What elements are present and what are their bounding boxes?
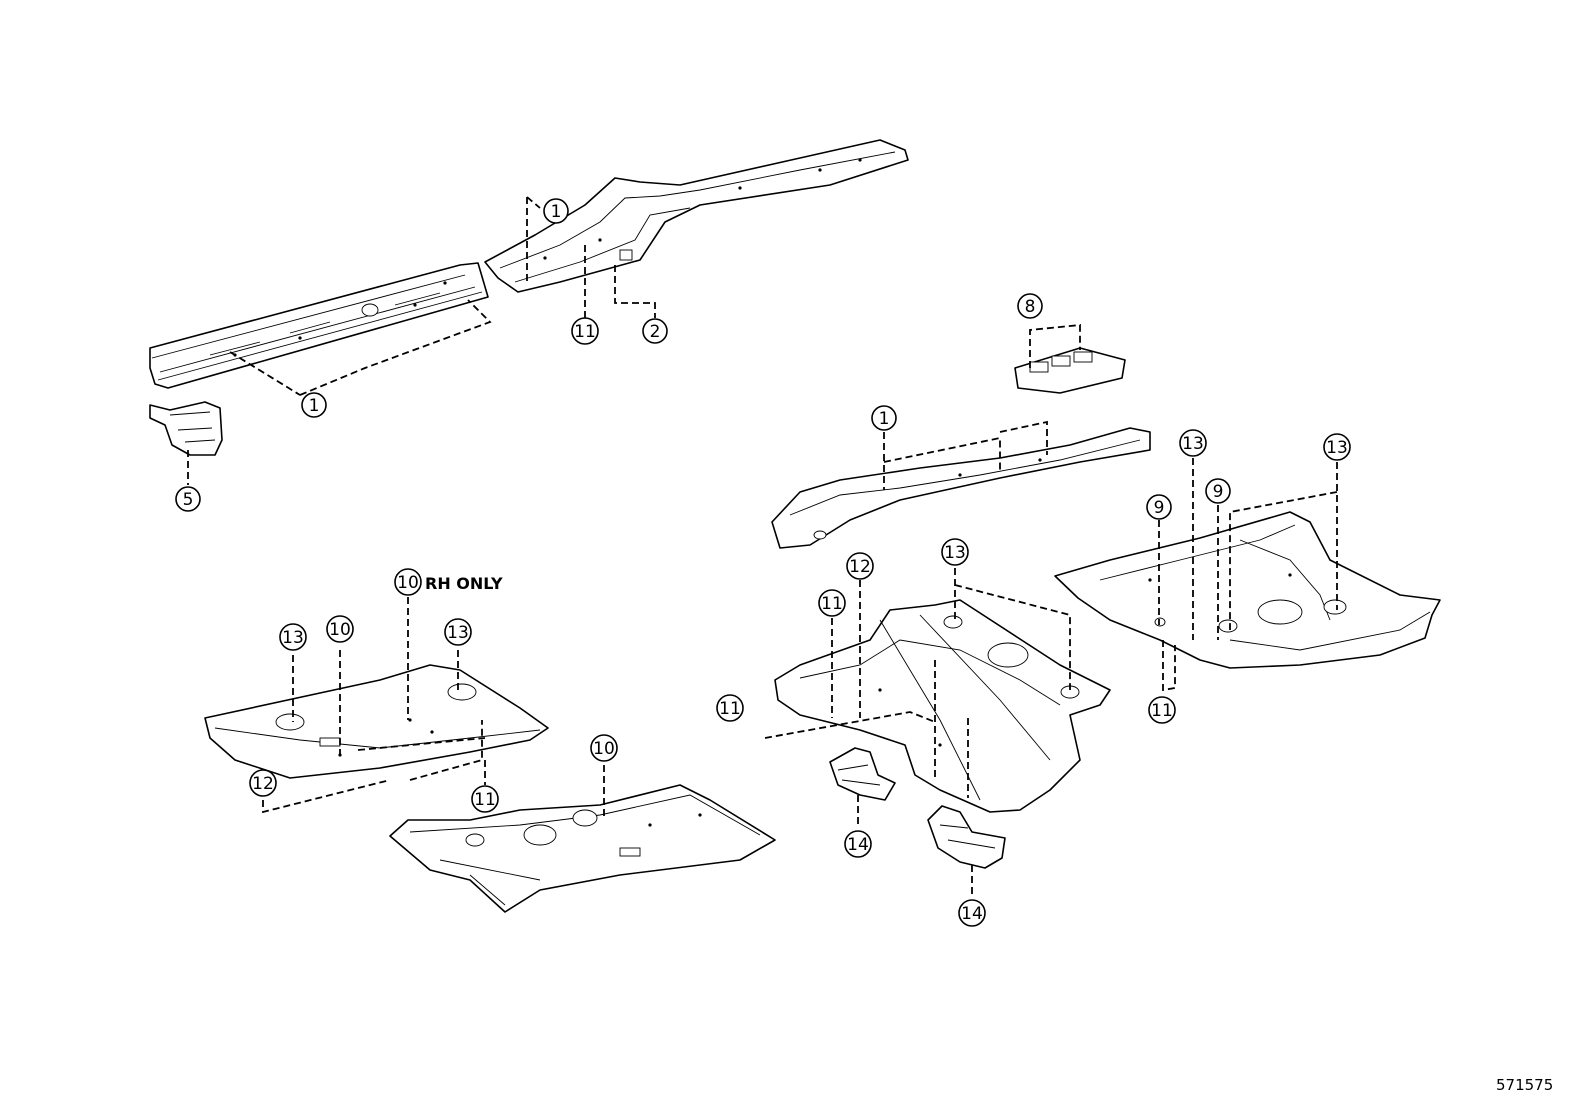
callout-13-c: 13 [941, 538, 969, 566]
callout-13-e-label: 13 [447, 623, 469, 643]
callout-11-c: 11 [716, 694, 744, 722]
callout-1-c: 1 [871, 405, 897, 431]
bracket-part-14-b [927, 805, 1006, 869]
bracket-part-14-a [829, 747, 896, 801]
callout-12-b: 12 [249, 769, 277, 797]
callout-14-b: 14 [958, 899, 986, 927]
callout-2-label: 2 [650, 322, 661, 342]
front-floor-pan-lh [204, 664, 549, 779]
callout-14-a-label: 14 [847, 835, 869, 855]
callout-10-a: 10 [394, 568, 422, 596]
callout-1-b-label: 1 [309, 396, 320, 416]
callout-9-a: 9 [1146, 494, 1172, 520]
callout-11-d: 11 [1148, 696, 1176, 724]
callout-11-a-label: 11 [574, 322, 596, 342]
callout-13-a: 13 [1179, 429, 1207, 457]
callout-14-b-label: 14 [961, 904, 983, 924]
callout-13-d: 13 [279, 623, 307, 651]
front-side-member-rail [149, 262, 489, 389]
callout-13-a-label: 13 [1182, 434, 1204, 454]
callout-5-label: 5 [183, 490, 194, 510]
rear-side-member [484, 139, 909, 293]
callout-13-c-label: 13 [944, 543, 966, 563]
callout-1-a: 1 [543, 198, 569, 224]
callout-10-a-label: 10 [397, 573, 419, 593]
callout-11-e: 11 [471, 785, 499, 813]
leader-lines [187, 196, 1338, 896]
callout-9-b-label: 9 [1213, 482, 1224, 502]
callout-11-e-label: 11 [474, 790, 496, 810]
diagram-reference-number: 571575 [1496, 1076, 1553, 1094]
callout-13-e: 13 [444, 618, 472, 646]
callout-11-b: 11 [818, 589, 846, 617]
rear-floor-pan [1054, 511, 1441, 669]
center-floor-rail [771, 427, 1151, 549]
callout-11-c-label: 11 [719, 699, 741, 719]
callout-2: 2 [642, 318, 668, 344]
bracket-part-5 [149, 401, 223, 456]
callout-9-b: 9 [1205, 478, 1231, 504]
callout-11-d-label: 11 [1151, 701, 1173, 721]
callout-13-d-label: 13 [282, 628, 304, 648]
reinforcement-plate-8 [1014, 347, 1126, 394]
rh-only-note: RH ONLY [425, 574, 503, 593]
callout-12-b-label: 12 [252, 774, 274, 794]
callout-10-c-label: 10 [593, 739, 615, 759]
callout-9-a-label: 9 [1154, 498, 1165, 518]
callout-10-c: 10 [590, 734, 618, 762]
callout-13-b-label: 13 [1326, 438, 1348, 458]
callout-1-b: 1 [301, 392, 327, 418]
callout-10-b-label: 10 [329, 620, 351, 640]
callout-11-a: 11 [571, 317, 599, 345]
callout-14-a: 14 [844, 830, 872, 858]
front-floor-pan-center [774, 599, 1111, 813]
callout-10-b: 10 [326, 615, 354, 643]
callout-11-b-label: 11 [821, 594, 843, 614]
callout-8: 8 [1017, 293, 1043, 319]
callout-8-label: 8 [1025, 297, 1036, 317]
callout-12-a: 12 [846, 552, 874, 580]
callout-5: 5 [175, 486, 201, 512]
callout-13-b: 13 [1323, 433, 1351, 461]
callout-1-c-label: 1 [879, 409, 890, 429]
callout-1-a-label: 1 [551, 202, 562, 222]
callout-12-a-label: 12 [849, 557, 871, 577]
front-floor-pan-rh [389, 784, 776, 913]
